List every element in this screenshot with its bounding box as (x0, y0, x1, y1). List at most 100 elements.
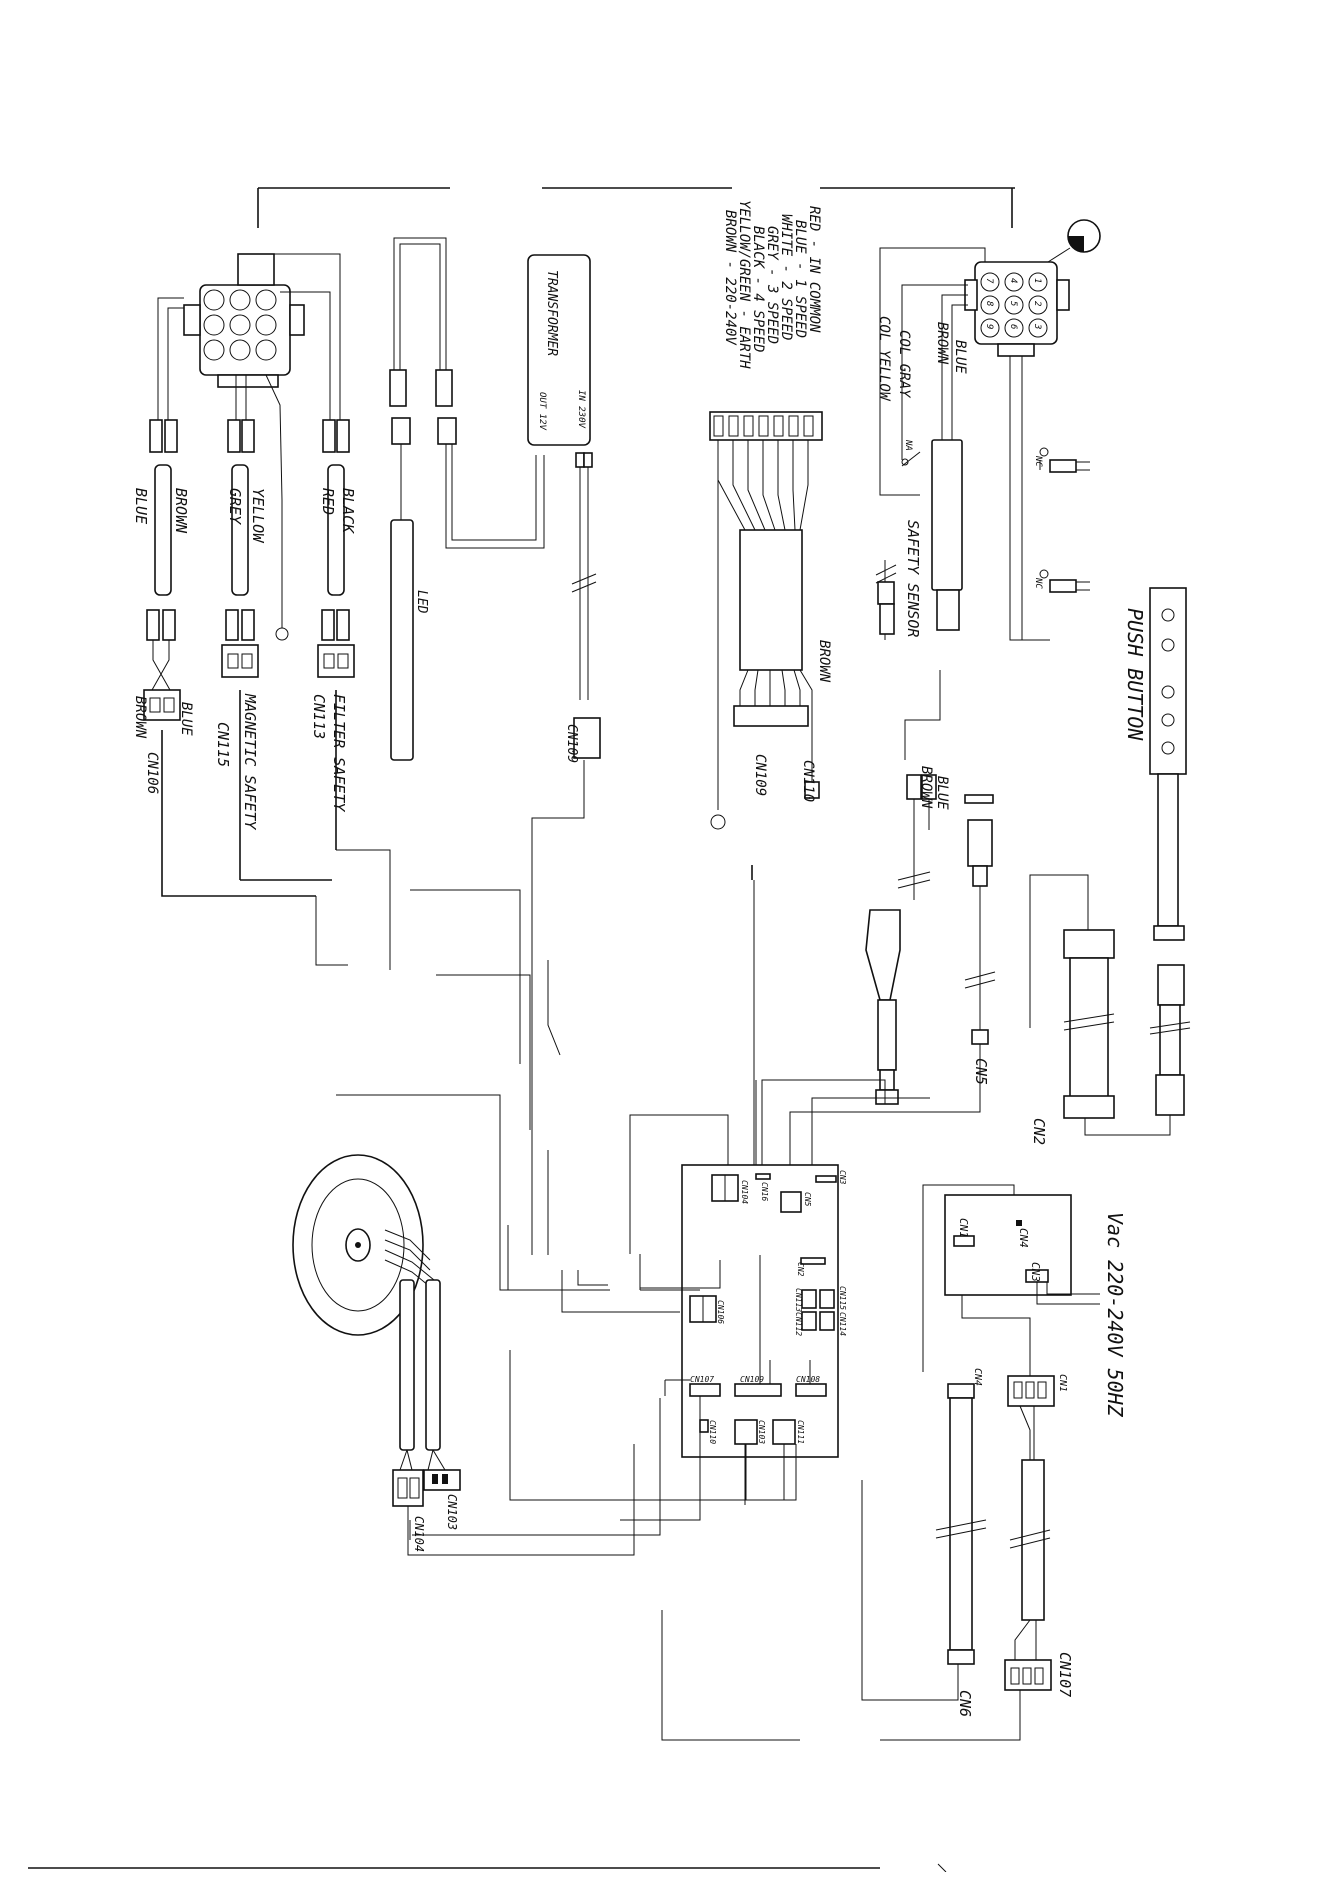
motor-pin-6: 6 (1008, 324, 1018, 329)
pcb-label-cn16: CN16 (760, 1182, 769, 1201)
label-cn4-power: CN4 (1017, 1228, 1030, 1248)
motor-pin-9: 9 (984, 324, 994, 329)
label-cn1-power: CN1 (957, 1218, 970, 1238)
pcb-label-cn107: CN107 (690, 1375, 714, 1384)
label-grey: GREY (226, 488, 244, 525)
motor-pin-8: 8 (984, 301, 994, 306)
label-filter-safety: FILTER SAFETY (330, 694, 348, 812)
pcb-label-cn103: CN103 (757, 1420, 766, 1444)
motor-pin-4: 4 (1008, 278, 1018, 283)
pcb-label-cn112: CN112 (794, 1312, 803, 1336)
connector-top-tab (237, 253, 275, 286)
label-cn109-transformer: CN109 (564, 724, 579, 763)
label-cn113: CN113 (310, 694, 328, 739)
legend-line-0: RED - IN COMMON (806, 206, 822, 333)
connector-bottom-tab (217, 374, 279, 388)
cn110-plug (804, 781, 820, 799)
led-bar (390, 519, 414, 761)
label-yellow: YELLOW (249, 488, 267, 544)
label-cn4-ribbon: CN4 (972, 1368, 983, 1386)
pcb-label-cn3: CN3 (838, 1170, 847, 1185)
label-nc-1: NC (1033, 455, 1043, 467)
label-cn5: CN5 (972, 1058, 990, 1085)
legend-line-6: BROWN - 220-240V (722, 210, 738, 346)
pcb-label-cn114: CN114 (838, 1312, 847, 1336)
label-col-gray: COL GRAY (896, 330, 912, 399)
motor-pin-2: 2 (1032, 301, 1042, 306)
cn109-plug (573, 717, 601, 759)
pcb-label-cn108: CN108 (796, 1375, 820, 1384)
label-cn109-motor: CN109 (752, 754, 768, 796)
pcb-cn5 (780, 1191, 802, 1213)
led-lamp (389, 237, 545, 761)
pcb-label-cn113: CN113 (794, 1288, 803, 1312)
pcb-label-cn5: CN5 (803, 1192, 812, 1207)
legend-line-3: GREY - 3 SPEED (764, 226, 780, 344)
motor-pin-5: 5 (1008, 301, 1018, 306)
label-cn6: CN6 (956, 1690, 974, 1717)
label-nc-2: NC (1033, 577, 1043, 589)
toroidal-transformer (292, 1154, 635, 1556)
transformer-box (527, 254, 591, 446)
magnetic-safety-lead (221, 419, 259, 880)
label-transformer: TRANSFORMER (544, 270, 559, 356)
label-cn115: CN115 (214, 722, 232, 767)
push-button-board (1084, 587, 1191, 1136)
label-safety-sensor: SAFETY SENSOR (904, 520, 922, 637)
cn2-ribbon (1029, 874, 1115, 1119)
filter-safety-lead (317, 419, 355, 850)
label-blue-actuator: BLUE (934, 776, 950, 810)
label-brown-motor-top: BROWN (934, 322, 950, 365)
nc-switches (1039, 447, 1090, 593)
push-button-pcb (1149, 587, 1187, 775)
label-cn2: CN2 (1030, 1118, 1048, 1145)
label-in-230v: IN 230V (576, 390, 586, 429)
header-lines (257, 187, 1015, 228)
brown-blue-cable (931, 439, 963, 591)
label-cn3-power: CN3 (1029, 1262, 1042, 1282)
label-brown-motor: BROWN (816, 640, 832, 683)
power-board (661, 1184, 1100, 1741)
label-magnetic-safety: MAGNETIC SAFETY (241, 693, 259, 830)
label-blue-motor: BLUE (952, 340, 968, 374)
label-vac: Vac 220-240V 50HZ (1103, 1212, 1127, 1418)
label-blue-cn106: BLUE (178, 702, 194, 736)
pcb-label-cn115: CN115 (838, 1286, 847, 1310)
motor-connector (879, 219, 1101, 641)
filter-safety-plug (317, 644, 355, 678)
safety-sensor (875, 560, 941, 760)
legend-line-1: BLUE - 1 SPEED (792, 220, 808, 338)
label-out-12v: OUT 12V (537, 392, 547, 431)
label-push-button: PUSH BUTTON (1123, 608, 1147, 741)
legend-line-2: WHITE - 2 SPEED (778, 214, 794, 340)
pcb-label-cn109: CN109 (740, 1375, 764, 1384)
na-switch (901, 451, 921, 467)
label-blue: BLUE (132, 488, 150, 524)
transformer-block (527, 254, 601, 1005)
motor-pin-7: 7 (984, 278, 994, 284)
connector-latch-left (183, 304, 201, 336)
safety-connector-block (157, 253, 341, 501)
pcb-label-cn2: CN2 (796, 1262, 805, 1277)
legend-line-5: YELLOW/GREEN - EARTH (736, 200, 752, 369)
nine-pin-connector (199, 284, 291, 376)
pcb-label-cn110: CN110 (708, 1420, 717, 1444)
label-red: RED (319, 488, 337, 515)
label-col-yellow: COL YELLOW (876, 316, 892, 402)
pcb-label-cn104: CN104 (740, 1180, 749, 1204)
pcb-label-cn111: CN111 (796, 1420, 805, 1444)
rotated-labels: TRANSFORMER IN 230V OUT 12V LED BLACK RE… (132, 200, 1147, 1717)
motor-pin-3: 3 (1032, 323, 1042, 329)
cn5-cable (789, 794, 996, 1170)
legend-line-4: BLACK - 4 SPEED (750, 226, 766, 352)
label-cn106: CN106 (144, 752, 160, 794)
magnetic-safety-plug (221, 644, 259, 678)
label-black: BLACK (339, 488, 357, 534)
ring-lead (275, 500, 289, 641)
label-led: LED (414, 590, 429, 614)
harness-lines (240, 849, 811, 1540)
motor-pin-1: 1 (1032, 278, 1042, 283)
actuator-lead (761, 774, 937, 1165)
actuator-body (865, 909, 901, 1001)
